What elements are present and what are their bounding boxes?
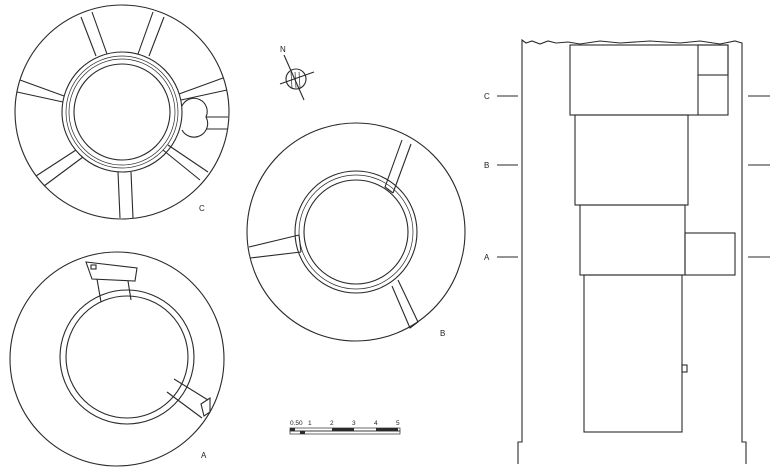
plan-c-side-chamber	[181, 97, 228, 138]
plan-b-inner-shaft	[303, 179, 409, 285]
section-level-b: B	[484, 161, 489, 170]
plan-c: C	[14, 4, 230, 220]
plan-c-inner-shaft	[73, 63, 171, 161]
scale-tick-1: 1	[308, 420, 312, 427]
plan-c-ring-2	[65, 55, 179, 169]
plan-a-label: A	[201, 451, 207, 460]
north-arrow-circle	[285, 68, 307, 90]
plan-b-label: B	[440, 329, 445, 338]
plan-b: B	[246, 122, 466, 342]
section-block-top-right	[697, 44, 729, 76]
plan-a-stair-block	[85, 261, 138, 303]
scale-tick-3: 3	[352, 420, 356, 427]
plan-a-stair-marker	[90, 264, 97, 270]
plan-a-passage	[166, 378, 211, 419]
north-arrow: N	[279, 45, 315, 101]
section-block-top	[569, 44, 729, 116]
plan-c-radial-walls	[16, 11, 228, 219]
scale-bar: 0.50 1 2 3 4 5	[289, 420, 401, 435]
section-block-a-right	[684, 232, 736, 276]
plan-c-ring-1	[61, 51, 183, 173]
plan-a-inner-shaft	[65, 295, 189, 419]
section-elevation: C B A	[484, 38, 770, 464]
plan-c-outer-wall	[14, 4, 230, 220]
plan-a: A	[9, 251, 225, 467]
plan-c-ring-3	[68, 58, 176, 166]
scale-tick-2: 2	[330, 420, 334, 427]
north-arrow-label: N	[280, 45, 286, 54]
plan-a-outer-wall	[9, 251, 225, 467]
scale-tick-050: 0.50	[290, 420, 303, 427]
plan-b-ring-2	[298, 174, 414, 290]
section-level-markers: C B A	[484, 92, 770, 262]
scale-tick-4: 4	[374, 420, 378, 427]
section-block-a	[579, 204, 686, 276]
plan-c-label: C	[199, 204, 205, 213]
plan-b-wedge-walls	[248, 139, 419, 329]
section-outer-walls	[517, 38, 747, 464]
section-level-a: A	[484, 253, 490, 262]
plan-a-ring-1	[59, 289, 195, 425]
section-small-niche	[681, 364, 688, 373]
plan-b-outer-wall	[246, 122, 466, 342]
section-block-b	[574, 114, 689, 206]
section-blocks	[569, 44, 736, 433]
section-level-c: C	[484, 92, 490, 101]
scale-tick-5: 5	[396, 420, 400, 427]
plan-b-ring-1	[294, 170, 418, 294]
section-block-lower	[583, 274, 683, 433]
